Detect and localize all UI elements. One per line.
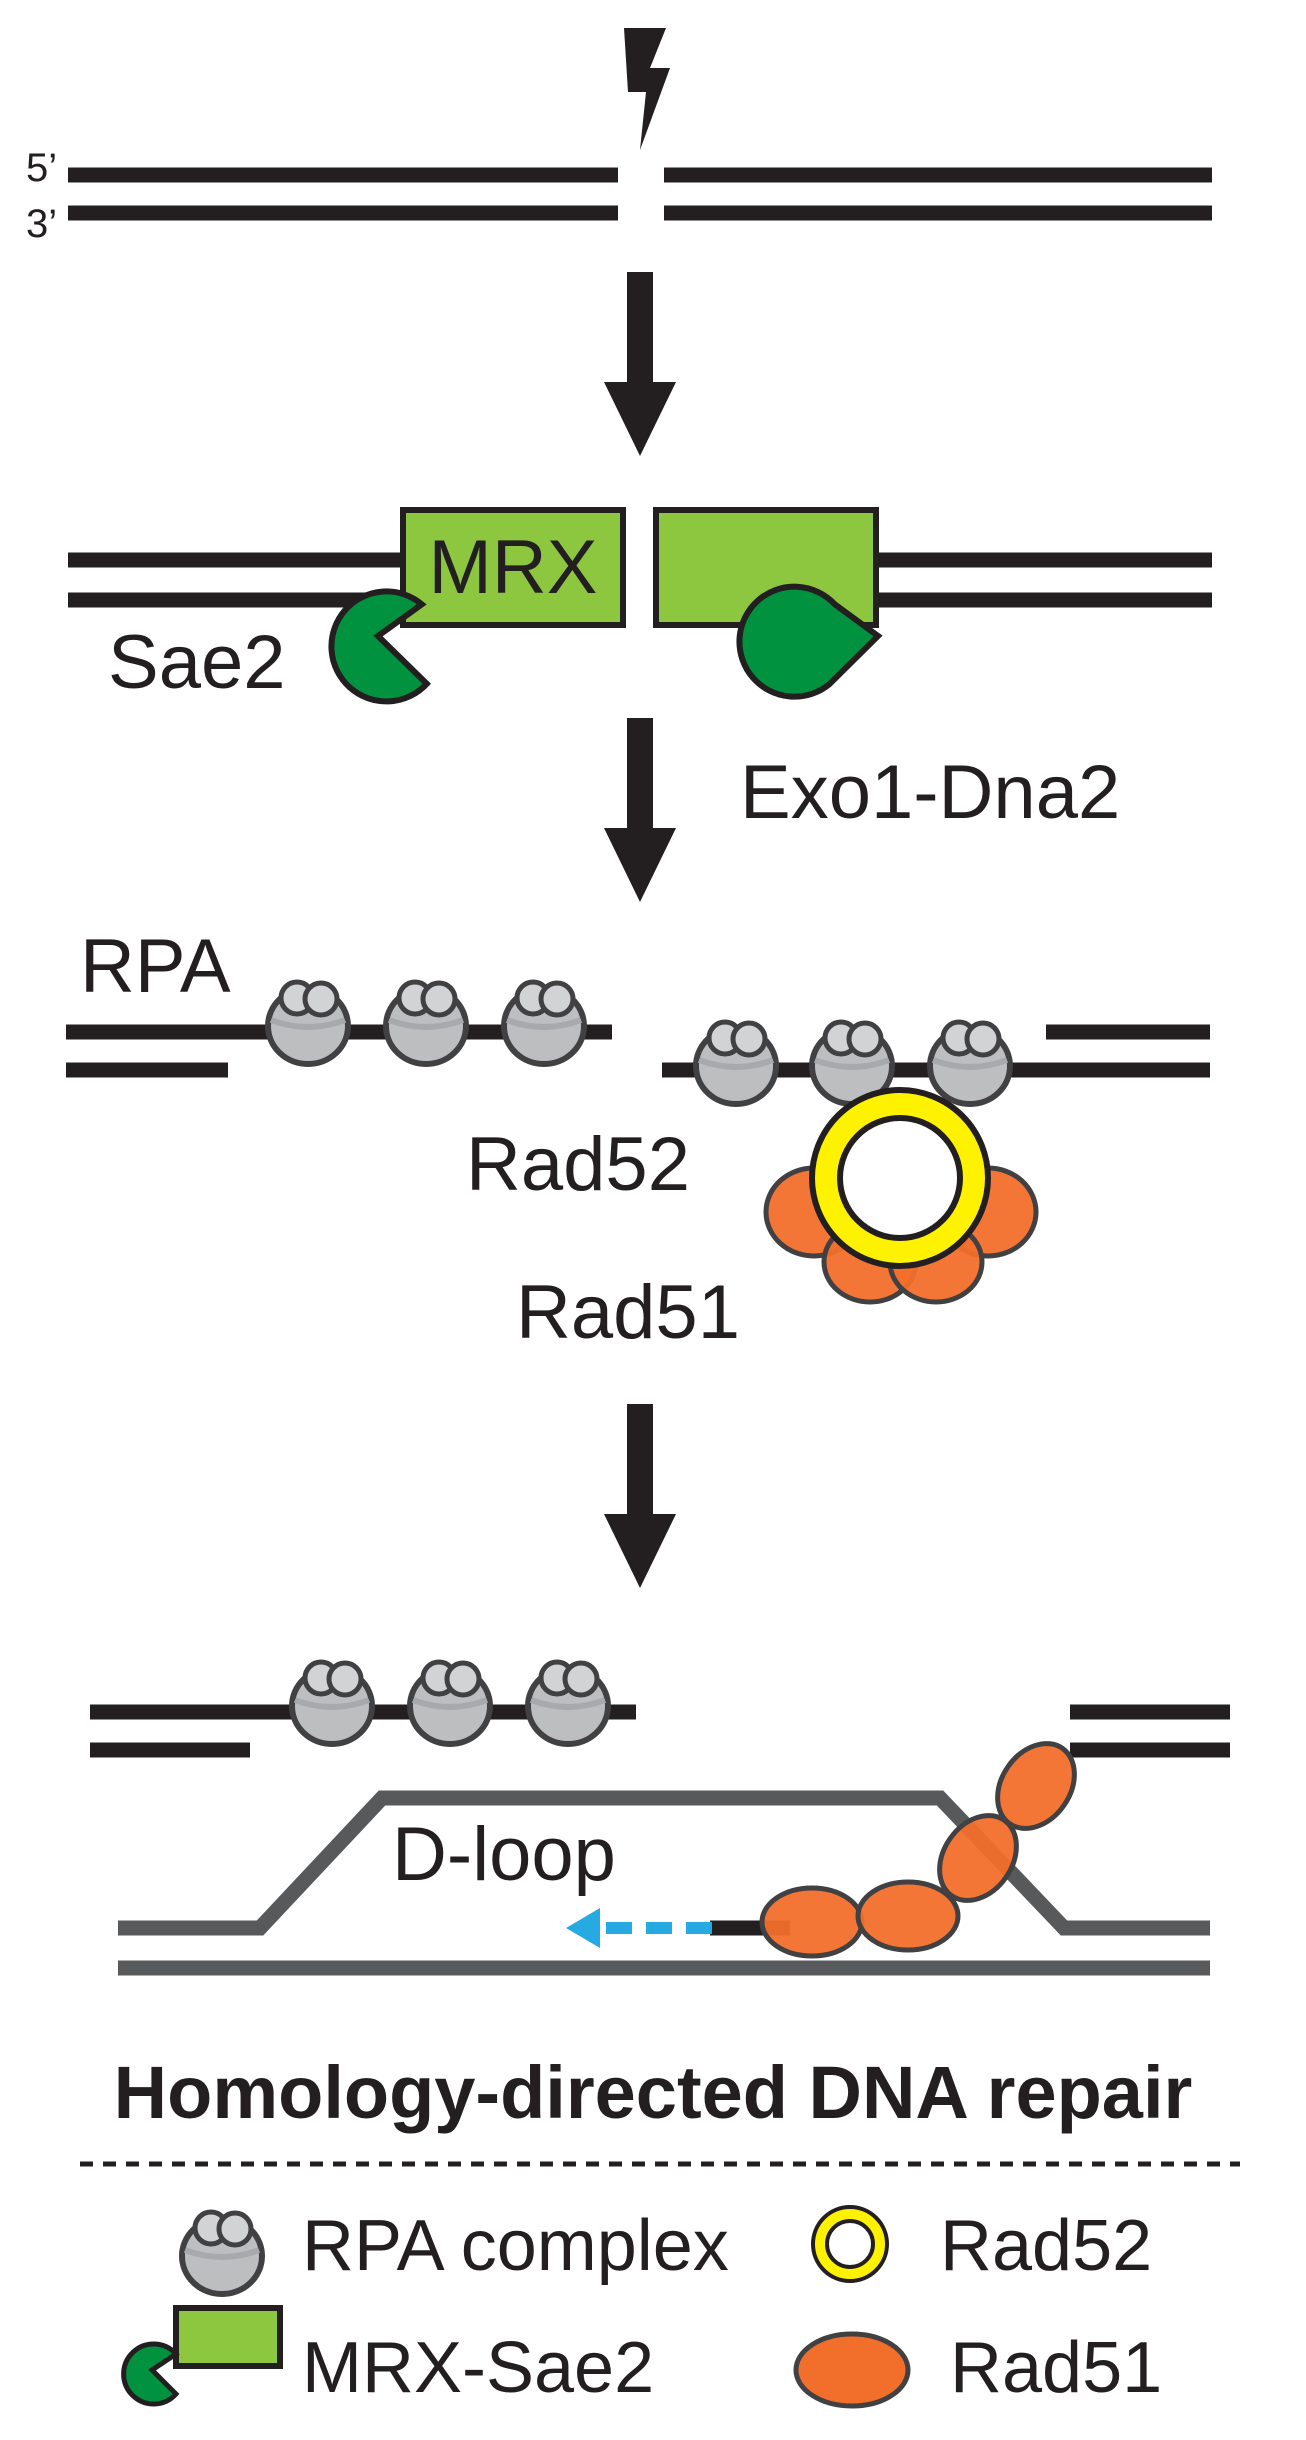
rpa-complex [292,1662,372,1744]
rpa-complex-icon [182,2212,262,2294]
stage-resection: RPA Rad52 Rad51 [66,924,1210,1355]
legend-item-rad52: Rad52 [811,2205,1152,2286]
mrx-complex-left [400,507,626,628]
broken-dna-duplex [68,167,1212,221]
rpa-complex [528,1662,608,1744]
rpa-complex [696,1022,776,1104]
rad51-label: Rad51 [516,1270,740,1355]
rpa-complex [268,982,348,1064]
mrx-label: MRX [429,525,598,610]
five-prime-label: 5’ [26,146,57,190]
exo1-dna2-label: Exo1-Dna2 [740,750,1120,835]
rad52-label: Rad52 [466,1122,690,1207]
legend-label-rad51: Rad51 [950,2328,1162,2408]
rpa-complex [386,982,466,1064]
lightning-bolt-icon [624,28,670,150]
legend-item-rpa: RPA complex [182,2206,729,2294]
dloop-label: D-loop [392,1812,616,1897]
rpa-label: RPA [80,924,231,1009]
diagram-title: Homology-directed DNA repair [114,2051,1193,2134]
legend-label-rpa: RPA complex [302,2206,729,2286]
synthesis-arrowhead [566,1908,600,1948]
rad51-icon [793,2331,911,2409]
legend-item-mrx-sae2: MRX-Sae2 [121,2305,654,2408]
stage-dsb: 5’ 3’ [26,28,1212,246]
sae2-label: Sae2 [108,620,286,705]
rpa-complex [930,1022,1010,1104]
stage-strand-invasion: D-loop [90,1662,1230,1976]
step-arrow [604,1404,676,1588]
sae2-left-icon [328,588,431,705]
donor-dna [118,1790,1210,1976]
stage-mrx-binding: MRX Sae2 [68,507,1212,705]
legend-label-mrx-sae2: MRX-Sae2 [302,2328,654,2408]
three-prime-label: 3’ [26,202,57,246]
rad51-filament [759,1741,1077,1959]
rpa-complex [504,982,584,1064]
step-arrow [604,718,676,902]
legend-label-rad52: Rad52 [940,2206,1152,2286]
sae2-icon [121,2341,180,2407]
mrx-sae2-icon [173,2305,283,2369]
rpa-complex [410,1662,490,1744]
legend: RPA complex Rad52 MRX-Sae2 Rad51 [121,2205,1162,2409]
legend-item-rad51: Rad51 [793,2328,1162,2409]
sae2-right-icon [736,583,883,700]
step-arrow [604,272,676,456]
